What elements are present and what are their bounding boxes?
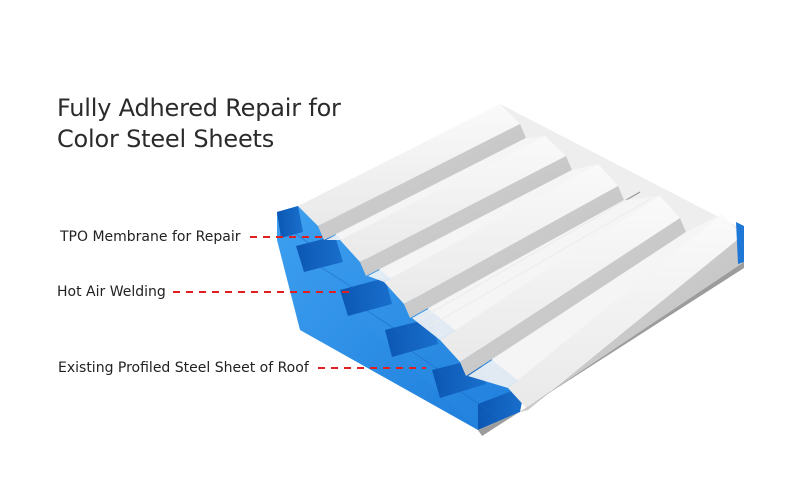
label-existing-steel-sheet: Existing Profiled Steel Sheet of Roof <box>58 360 309 376</box>
label-tpo-membrane: TPO Membrane for Repair <box>60 229 241 245</box>
diagram-title: Fully Adhered Repair for Color Steel She… <box>57 93 341 155</box>
diagram-title-line-1: Fully Adhered Repair for <box>57 94 341 122</box>
diagram-title-line-2: Color Steel Sheets <box>57 125 275 153</box>
label-hot-air-welding: Hot Air Welding <box>57 284 166 300</box>
tpo-membrane <box>298 104 744 412</box>
steel-sheet-edge <box>478 222 744 436</box>
